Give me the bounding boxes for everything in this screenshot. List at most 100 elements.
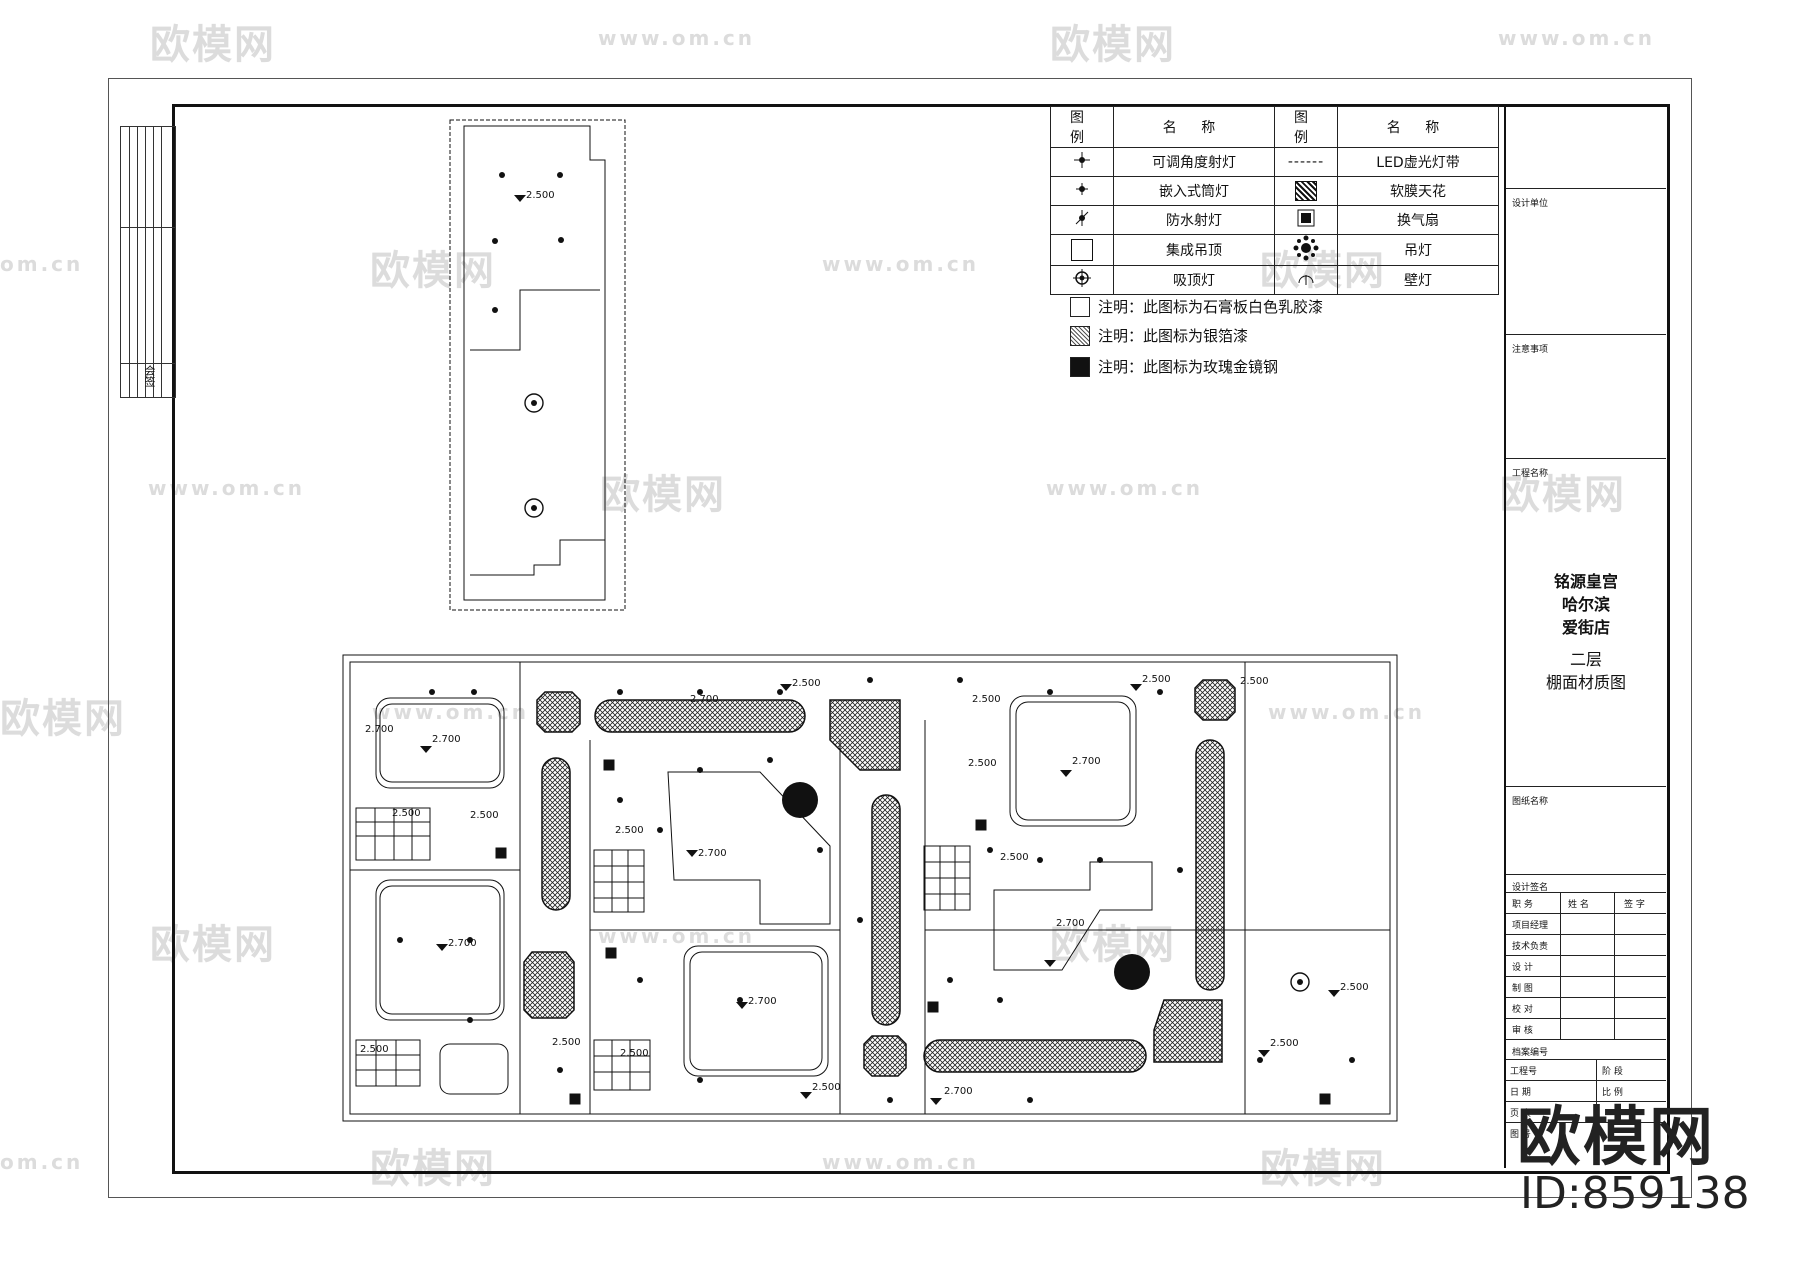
asset-id: ID:859138	[1520, 1168, 1750, 1219]
legend-header: 名 称	[1113, 106, 1275, 148]
material-note: 注明：此图标为玫瑰金镜钢	[1070, 356, 1278, 377]
svg-text:2.700: 2.700	[432, 734, 461, 745]
note-text: 注明：此图标为石膏板白色乳胶漆	[1098, 298, 1324, 316]
legend-item-name: 吸顶灯	[1113, 265, 1275, 295]
legend-item-name: LED虚光灯带	[1337, 147, 1499, 177]
watermark-url: om.cn	[0, 252, 84, 276]
notes-label: 注意事项	[1512, 345, 1549, 355]
note-text: 注明：此图标为玫瑰金镜钢	[1098, 358, 1279, 376]
drawing-inner-frame	[172, 104, 1670, 1174]
sig-role: 设 计	[1512, 963, 1533, 973]
watermark-url: www.om.cn	[598, 924, 756, 948]
watermark-url: www.om.cn	[1046, 476, 1204, 500]
svg-text:2.500: 2.500	[1142, 674, 1171, 685]
svg-text:2.700: 2.700	[698, 848, 727, 859]
svg-text:2.500: 2.500	[526, 190, 555, 201]
legend-table: 图 例 名 称 图 例 名 称 可调角度射灯 ------ LED虚光灯带 嵌入…	[1050, 106, 1499, 295]
sig-header: 签 字	[1624, 900, 1645, 910]
svg-text:2.500: 2.500	[552, 1037, 581, 1048]
legend-item-name: 集成吊顶	[1113, 234, 1275, 266]
watermark-url: www.om.cn	[822, 252, 980, 276]
legend-item-name: 防水射灯	[1113, 205, 1275, 235]
legend-header: 图 例	[1274, 106, 1338, 148]
archive-field: 图 号	[1510, 1130, 1531, 1140]
material-note: 注明：此图标为石膏板白色乳胶漆	[1070, 296, 1323, 317]
drawing-name-label: 图纸名称	[1512, 797, 1549, 807]
sig-role: 项目经理	[1512, 921, 1549, 931]
watermark-brand: 欧模网	[1260, 1146, 1386, 1192]
sig-role: 审 核	[1512, 1026, 1533, 1036]
note-text: 注明：此图标为银箔漆	[1098, 327, 1249, 345]
watermark-brand: 欧模网	[150, 22, 276, 68]
watermark-brand: 欧模网	[370, 248, 496, 294]
archive-field: 阶 段	[1602, 1067, 1623, 1077]
svg-text:2.500: 2.500	[1270, 1038, 1299, 1049]
project-line: 爱街店	[1561, 618, 1610, 637]
svg-text:2.500: 2.500	[620, 1048, 649, 1059]
ventilation-fan-icon	[1297, 209, 1315, 227]
legend-header: 名 称	[1337, 106, 1499, 148]
brand-logo: 欧模网	[1517, 1101, 1715, 1175]
archive-field: 页 次	[1510, 1109, 1531, 1119]
sig-role: 制 图	[1512, 984, 1533, 994]
ceiling-plan-drawing: 2.500 2.700 2.700 2.700 2.700 2.700 2.70…	[342, 119, 1398, 1122]
watermark-brand: 欧模网	[1050, 22, 1176, 68]
watermark-brand: 欧模网	[370, 1146, 496, 1192]
legend-header: 图 例	[1050, 106, 1114, 148]
material-note: 注明：此图标为银箔漆	[1070, 325, 1248, 346]
archive-field: 比 例	[1602, 1088, 1623, 1098]
svg-text:2.500: 2.500	[792, 678, 821, 689]
watermark-brand: 欧模网	[600, 472, 726, 518]
design-unit-label: 设计单位	[1512, 199, 1549, 209]
swatch-black	[1070, 356, 1090, 377]
ceiling-light-icon	[1073, 269, 1091, 287]
led-strip-dashed-icon: ------	[1274, 147, 1338, 177]
legend-item-name: 嵌入式筒灯	[1113, 176, 1275, 206]
svg-text:2.500: 2.500	[392, 808, 421, 819]
adjustable-spotlight-icon	[1074, 152, 1090, 168]
archive-field: 工程号	[1510, 1067, 1538, 1077]
watermark-url: om.cn	[0, 1150, 84, 1174]
recessed-downlight-icon	[1076, 183, 1088, 195]
project-line: 铭源皇宫	[1553, 572, 1618, 591]
svg-text:2.500: 2.500	[968, 758, 997, 769]
archive-field: 日 期	[1510, 1088, 1531, 1098]
svg-text:2.500: 2.500	[812, 1082, 841, 1093]
wall-lamp-icon	[1298, 275, 1314, 285]
sig-header: 姓 名	[1568, 900, 1589, 910]
watermark-url: www.om.cn	[598, 26, 756, 50]
svg-text:2.700: 2.700	[448, 938, 477, 949]
swatch-white	[1070, 296, 1090, 317]
svg-text:2.700: 2.700	[365, 724, 394, 735]
legend-item-name: 换气扇	[1337, 205, 1499, 235]
drawing-outer-frame	[108, 78, 1692, 1198]
svg-text:2.500: 2.500	[1000, 852, 1029, 863]
project-line: 哈尔滨	[1561, 595, 1610, 614]
watermark-url: www.om.cn	[822, 1150, 980, 1174]
integrated-ceiling-icon	[1071, 239, 1093, 261]
svg-text:2.700: 2.700	[748, 996, 777, 1007]
svg-text:2.500: 2.500	[360, 1044, 389, 1055]
signature-label: 设计签名	[1512, 883, 1549, 893]
watermark-brand: 欧模网	[1500, 472, 1626, 518]
svg-text:2.700: 2.700	[690, 694, 719, 705]
svg-text:2.500: 2.500	[1340, 982, 1369, 993]
legend-item-name: 吊灯	[1337, 234, 1499, 266]
soft-film-ceiling-icon	[1295, 181, 1317, 201]
drawing-line: 二层	[1569, 650, 1602, 669]
svg-text:2.500: 2.500	[470, 810, 499, 821]
countersign-label: 会签	[143, 365, 156, 387]
archive-label: 档案编号	[1512, 1048, 1549, 1058]
watermark-url: www.om.cn	[1498, 26, 1656, 50]
sig-role: 校 对	[1512, 1005, 1533, 1015]
svg-text:2.500: 2.500	[972, 694, 1001, 705]
project-label: 工程名称	[1512, 469, 1549, 479]
sig-role: 技术负责	[1512, 942, 1549, 952]
drawing-line: 棚面材质图	[1545, 673, 1626, 692]
watermark-brand: 欧模网	[0, 696, 126, 742]
watermark-url: www.om.cn	[1268, 700, 1426, 724]
swatch-hatch	[1070, 325, 1090, 346]
svg-text:2.700: 2.700	[944, 1086, 973, 1097]
legend-item-name: 壁灯	[1337, 265, 1499, 295]
title-block: 设计单位 注意事项 工程名称 铭源皇宫 哈尔滨 爱街店 二层 棚面材质图 图纸名…	[1504, 104, 1666, 1168]
